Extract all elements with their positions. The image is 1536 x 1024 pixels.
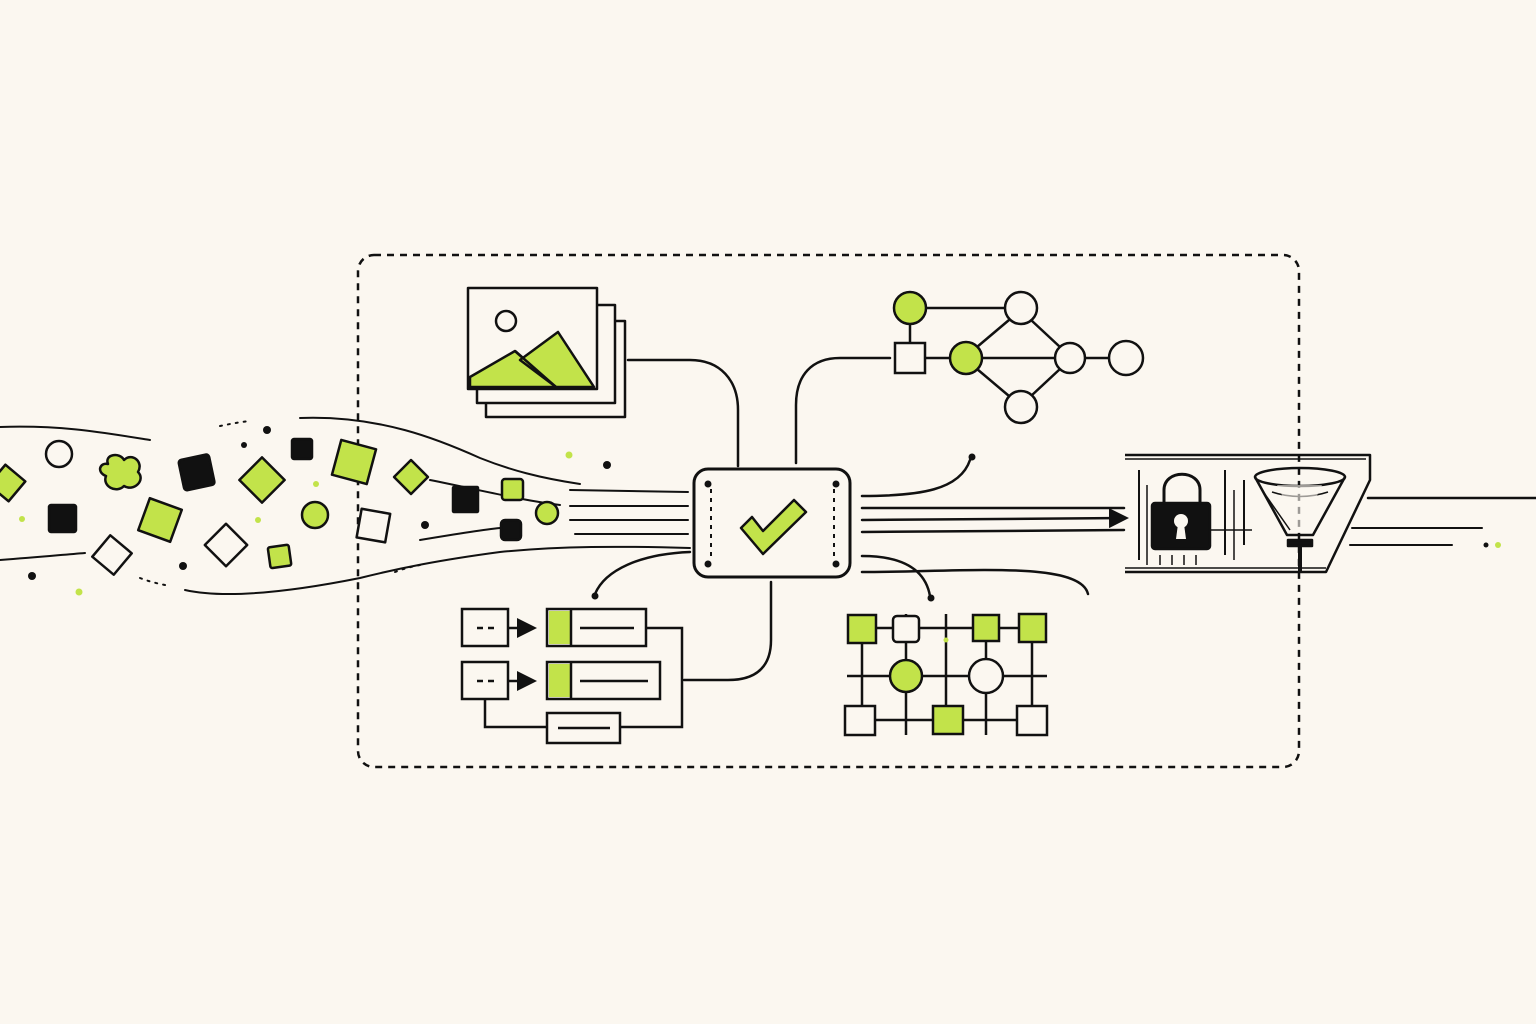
funnel-icon xyxy=(1253,466,1347,572)
particle xyxy=(238,456,286,504)
particle-dots xyxy=(19,426,611,596)
particle xyxy=(47,503,78,534)
output-stream xyxy=(1349,496,1536,548)
input-particles xyxy=(0,437,560,576)
hub-connectors xyxy=(591,356,1129,682)
secure-gate xyxy=(1125,453,1372,574)
grid-network-icon xyxy=(843,612,1049,737)
particle xyxy=(44,439,74,469)
particle xyxy=(392,458,430,496)
particle xyxy=(98,453,142,491)
particle xyxy=(203,522,249,568)
particle xyxy=(499,518,523,542)
particle xyxy=(266,543,293,570)
flowchart-icon xyxy=(460,607,684,745)
particle xyxy=(355,507,392,544)
particle xyxy=(91,534,133,576)
verification-hub xyxy=(692,467,852,579)
particle xyxy=(534,500,560,526)
padlock-icon xyxy=(1150,472,1212,551)
node-graph-icon xyxy=(892,290,1145,425)
particle xyxy=(136,496,184,544)
particle xyxy=(451,485,480,514)
particle xyxy=(0,463,27,503)
checkmark-icon xyxy=(739,498,808,556)
particle xyxy=(330,438,378,486)
particle xyxy=(300,500,330,530)
particle xyxy=(290,437,314,461)
particle xyxy=(500,477,525,502)
particle xyxy=(177,453,216,492)
image-stack-icon xyxy=(466,286,627,419)
